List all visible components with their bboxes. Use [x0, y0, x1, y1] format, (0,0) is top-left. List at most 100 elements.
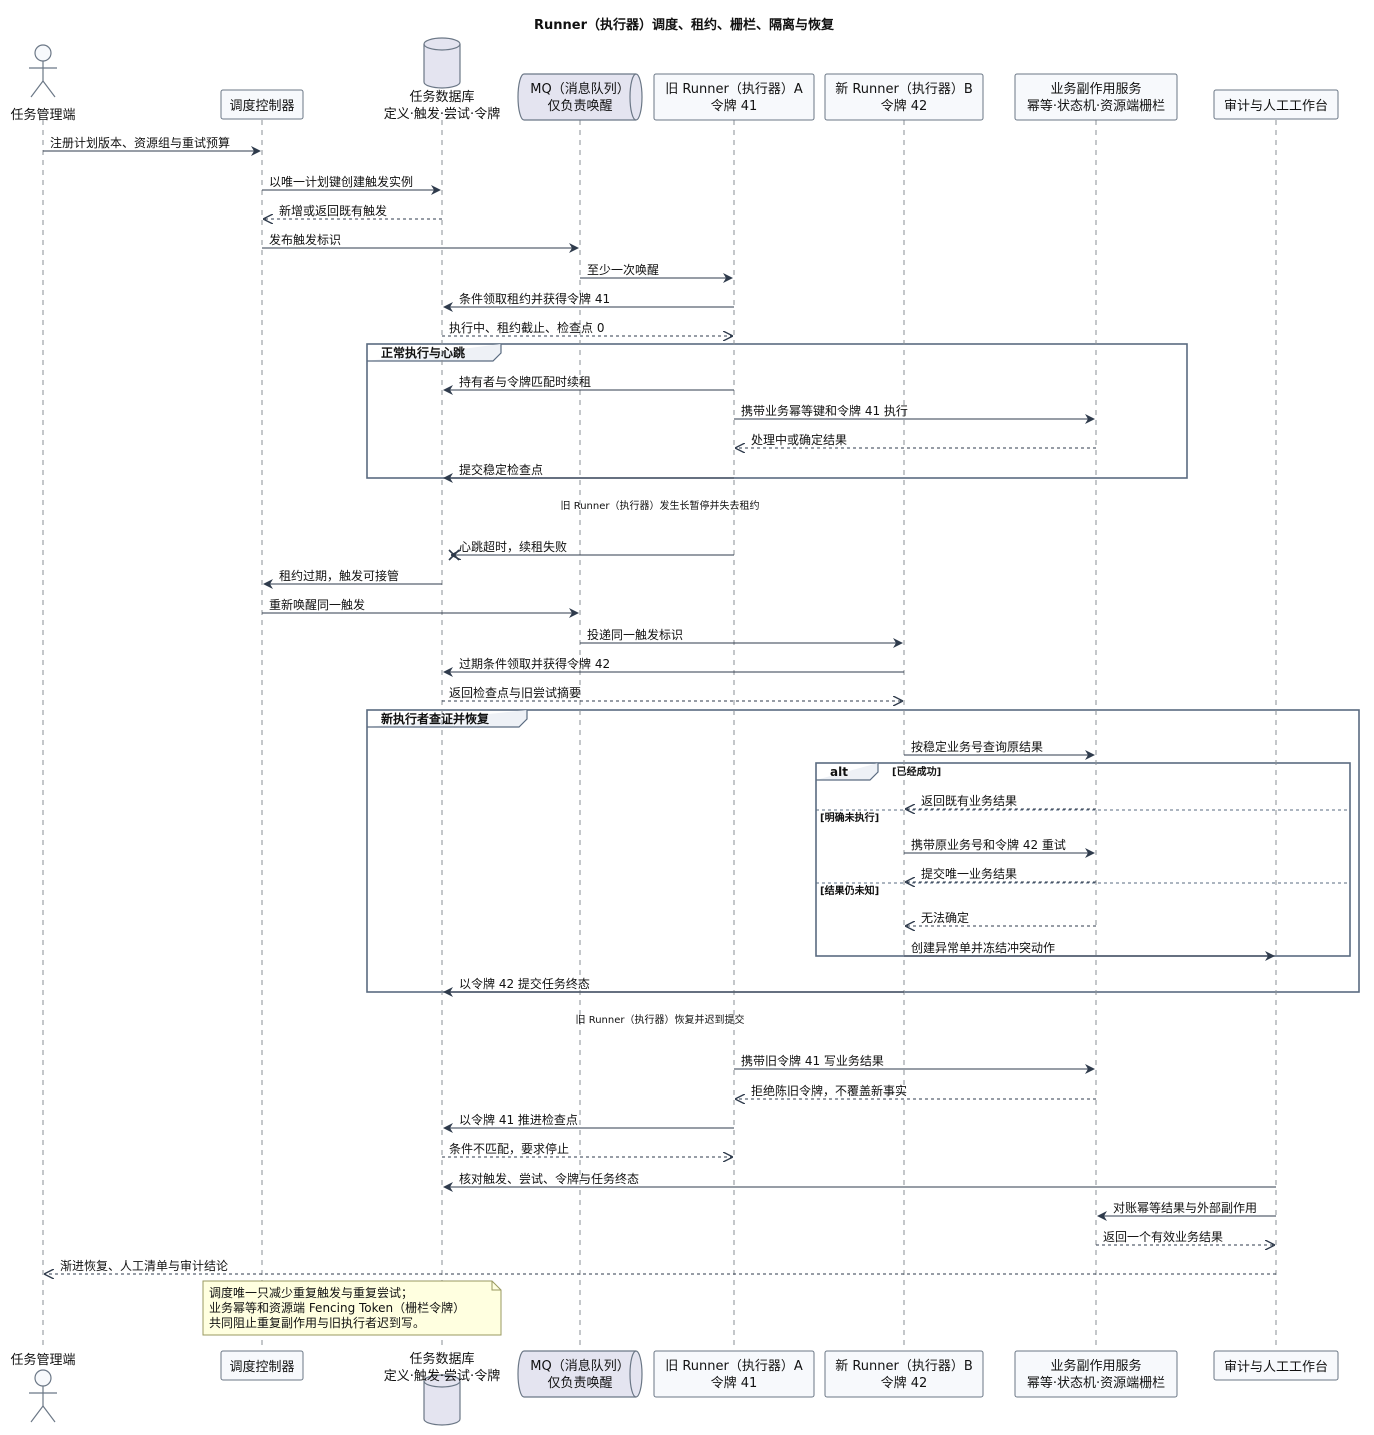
participant-mq-top: MQ（消息队列）仅负责唤醒: [517, 73, 643, 121]
message-label: 条件不匹配，要求停止: [449, 1141, 569, 1156]
participant-label: 幂等·状态机·资源端栅栏: [1027, 98, 1165, 114]
participant-audit-bottom: 审计与人工工作台: [1213, 1350, 1339, 1381]
group-frame-g1: 正常执行与心跳: [366, 343, 1188, 479]
message-7: 执行中、租约截止、检查点 0: [442, 320, 732, 336]
divider-label: 旧 Runner（执行器）恢复并迟到提交: [576, 1013, 745, 1026]
message-label: 条件领取租约并获得令牌 41: [459, 291, 610, 306]
actor-icon: [34, 1369, 52, 1387]
participant-label: MQ（消息队列）: [530, 1358, 629, 1374]
message-6: 条件领取租约并获得令牌 41: [443, 291, 734, 312]
participant-label: 审计与人工工作台: [1224, 99, 1328, 114]
message-label: 携带业务幂等键和令牌 41 执行: [741, 403, 908, 418]
actor-leg: [30, 1405, 44, 1423]
note-line: 调度唯一只减少重复触发与重复尝试；: [209, 1285, 413, 1300]
database-rim: [423, 1380, 461, 1388]
participant-box: [1014, 1350, 1178, 1398]
participant-label: 任务数据库: [409, 1351, 474, 1367]
lost-cross-icon: [448, 549, 460, 561]
participant-label: 幂等·状态机·资源端栅栏: [1027, 1375, 1165, 1391]
message-label: 发布触发标识: [269, 232, 341, 247]
participant-box: [1014, 73, 1178, 121]
participant-label: 旧 Runner（执行器）A: [665, 1359, 803, 1374]
message-label: 携带旧令牌 41 写业务结果: [741, 1053, 884, 1068]
message-label: 以令牌 42 提交任务终态: [459, 976, 590, 991]
message-label: 注册计划版本、资源组与重试预算: [50, 135, 230, 150]
message-12: 心跳超时，续租失败: [448, 539, 734, 561]
message-label: 持有者与令牌匹配时续租: [459, 374, 591, 389]
message-label: 无法确定: [921, 910, 969, 925]
message-31: 返回一个有效业务结果: [1096, 1229, 1274, 1245]
message-label: 渐进恢复、人工清单与审计结论: [60, 1258, 228, 1273]
note: 调度唯一只减少重复触发与重复尝试；业务幂等和资源端 Fencing Token（…: [202, 1280, 502, 1336]
note-line: 业务幂等和资源端 Fencing Token（栅栏令牌）: [209, 1300, 465, 1315]
alt-frame-tab: [816, 763, 879, 781]
message-label: 以令牌 41 推进检查点: [459, 1112, 578, 1127]
participant-runnerA-top: 旧 Runner（执行器）A令牌 41: [653, 73, 815, 121]
participant-label: 定义·触发·尝试·令牌: [384, 106, 500, 122]
message-25: 携带旧令牌 41 写业务结果: [734, 1053, 1095, 1074]
message-21: 提交唯一业务结果: [906, 866, 1096, 882]
message-label: 过期条件领取并获得令牌 42: [459, 656, 610, 671]
group-frame-g1-border: [366, 343, 1188, 479]
message-18: 按稳定业务号查询原结果: [904, 739, 1095, 760]
message-label: 拒绝陈旧令牌，不覆盖新事实: [751, 1083, 907, 1098]
participant-box: [220, 1350, 304, 1381]
alt-frame: alt[已经成功][明确未执行][结果仍未知]: [815, 762, 1351, 957]
message-label: 重新唤醒同一触发: [269, 597, 365, 612]
participant-runnerB-bottom: 新 Runner（执行器）B令牌 42: [824, 1350, 984, 1398]
actor-leg: [42, 1405, 56, 1423]
participant-label: 仅负责唤醒: [547, 1376, 612, 1391]
message-label: 租约过期，触发可接管: [279, 568, 399, 583]
participant-box: [653, 73, 815, 121]
participant-scheduler-bottom: 调度控制器: [220, 1350, 304, 1381]
participant-label: 旧 Runner（执行器）A: [665, 82, 803, 97]
alt-frame-label: alt: [830, 765, 848, 779]
message-16: 过期条件领取并获得令牌 42: [443, 656, 904, 677]
participant-label: 业务副作用服务: [1050, 81, 1141, 97]
actor-leg: [42, 80, 56, 98]
actor-leg: [30, 80, 44, 98]
participant-runnerA-bottom: 旧 Runner（执行器）A令牌 41: [653, 1350, 815, 1398]
message-14: 重新唤醒同一触发: [262, 597, 579, 618]
message-2: 以唯一计划键创建触发实例: [262, 174, 441, 195]
participant-label: MQ（消息队列）: [530, 81, 629, 97]
message-label: 对账幂等结果与外部副作用: [1113, 1200, 1257, 1215]
participant-label: 令牌 42: [881, 98, 928, 114]
participant-runnerB-top: 新 Runner（执行器）B令牌 42: [824, 73, 984, 121]
message-label: 按稳定业务号查询原结果: [911, 739, 1043, 754]
participant-label: 新 Runner（执行器）B: [835, 1358, 973, 1374]
message-24: 以令牌 42 提交任务终态: [443, 976, 904, 997]
participant-label: 调度控制器: [229, 98, 294, 114]
participant-box: [824, 73, 984, 121]
note-fold: [491, 1281, 501, 1291]
message-9: 携带业务幂等键和令牌 41 执行: [734, 403, 1095, 424]
group-frame-g2-border: [366, 709, 1360, 993]
participant-audit-top: 审计与人工工作台: [1213, 89, 1339, 120]
participant-box: [1213, 1350, 1339, 1381]
message-15: 投递同一触发标识: [580, 627, 903, 648]
message-label: 创建异常单并冻结冲突动作: [911, 940, 1055, 955]
queue-rim: [629, 1350, 637, 1398]
participant-mq-bottom: MQ（消息队列） 仅负责唤醒: [517, 1350, 643, 1398]
group-frame-g1-label: 正常执行与心跳: [381, 345, 465, 360]
alt-frame-border: [815, 762, 1351, 957]
participant-label: 任务管理端: [10, 107, 75, 123]
message-19: 返回既有业务结果: [906, 793, 1096, 809]
participant-label: 令牌 41: [711, 1375, 758, 1391]
message-4: 发布触发标识: [262, 232, 579, 253]
message-5: 至少一次唤醒: [580, 263, 733, 283]
message-8: 持有者与令牌匹配时续租: [443, 374, 734, 395]
participant-label: 审计与人工工作台: [1224, 1360, 1328, 1375]
diagram-title: Runner（执行器）调度、租约、栅栏、隔离与恢复: [534, 17, 835, 33]
queue-rim: [629, 73, 637, 121]
message-label: 返回检查点与旧尝试摘要: [449, 685, 581, 700]
participant-admin-bottom: 任务管理端: [10, 1352, 76, 1423]
participant-label: 定义·触发·尝试·令牌: [384, 1368, 500, 1384]
actor-icon: [34, 44, 52, 62]
note-shape: [202, 1280, 502, 1336]
message-3: 新增或返回既有触发: [264, 203, 442, 219]
